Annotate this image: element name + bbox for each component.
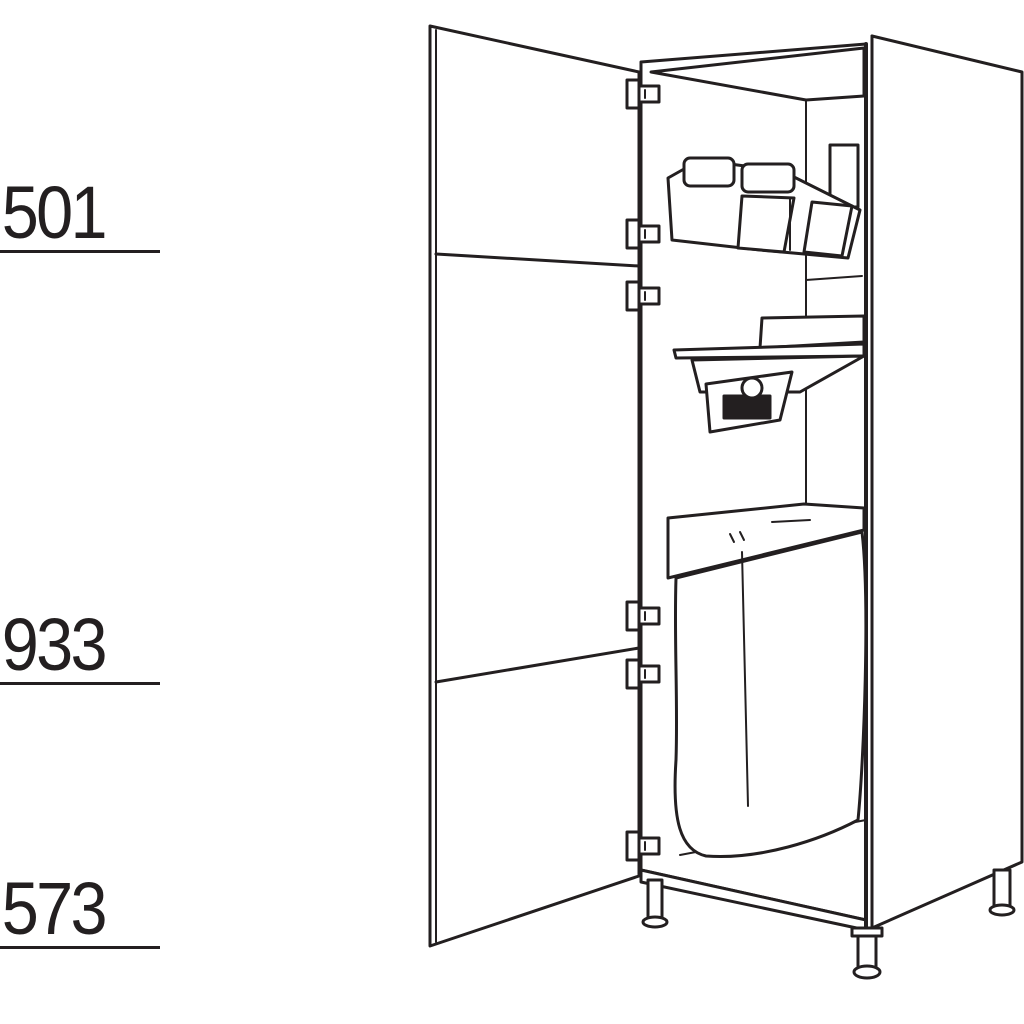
hinge-icon <box>625 78 661 110</box>
hinge-icon <box>625 280 661 312</box>
hinge-icon <box>625 830 661 862</box>
adjustable-foot-icon <box>988 868 1016 917</box>
dimension-933: 933 <box>0 608 160 685</box>
cleaning-caddy-icon <box>666 143 863 281</box>
dimension-label: 501 <box>1 171 108 254</box>
dimension-501: 501 <box>0 176 160 253</box>
hinge-icon <box>625 658 661 690</box>
dustpan-brush-icon <box>672 314 866 434</box>
hinge-icon <box>625 600 661 632</box>
dimension-label: 573 <box>1 867 108 950</box>
laundry-bag-icon <box>666 502 868 859</box>
dimension-label: 933 <box>1 603 108 686</box>
adjustable-foot-icon <box>850 926 884 980</box>
dimension-573: 573 <box>0 872 160 949</box>
adjustable-foot-icon <box>641 878 669 929</box>
hinge-icon <box>625 218 661 250</box>
open-door <box>428 24 641 948</box>
